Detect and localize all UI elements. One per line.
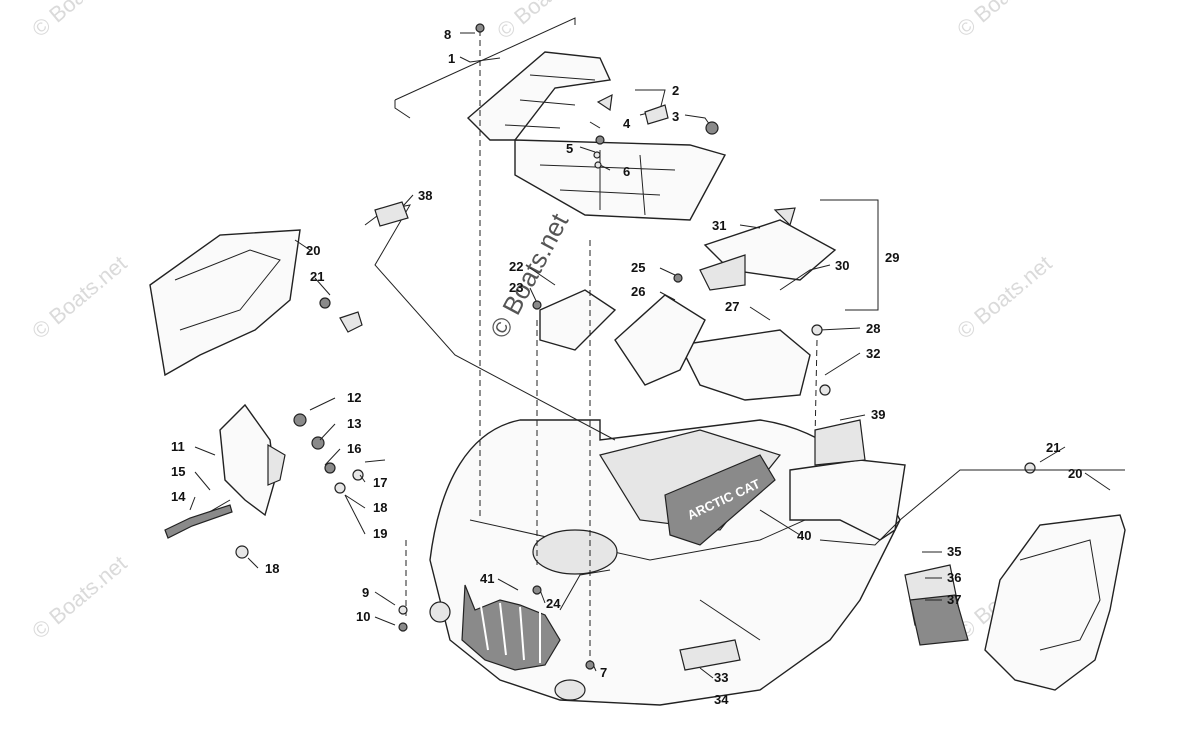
callout-26: 26 <box>631 284 645 299</box>
callout-24: 24 <box>546 596 561 611</box>
callout-16: 16 <box>347 441 361 456</box>
callout-38: 38 <box>418 188 432 203</box>
callout-numbers: 8 1 2 3 4 5 6 38 20 21 22 23 25 26 31 30… <box>171 27 1082 707</box>
callout-20-right: 20 <box>1068 466 1082 481</box>
callout-9: 9 <box>362 585 369 600</box>
callout-21-left: 21 <box>310 269 324 284</box>
watermark-top-center: © Boats.net <box>492 0 596 44</box>
callout-13: 13 <box>347 416 361 431</box>
callout-10: 10 <box>356 609 370 624</box>
storage-tub <box>678 207 837 401</box>
plate-22 <box>539 289 617 351</box>
dashed-fastener-lines <box>405 30 818 665</box>
callout-27: 27 <box>725 299 739 314</box>
watermark-bottom-left: © Boats.net <box>27 551 131 644</box>
callout-3: 3 <box>672 109 679 124</box>
callout-23: 23 <box>509 280 523 295</box>
callout-7: 7 <box>600 665 607 680</box>
callout-35: 35 <box>947 544 961 559</box>
callout-39: 39 <box>871 407 885 422</box>
callout-36: 36 <box>947 570 961 585</box>
callout-19: 19 <box>373 526 387 541</box>
watermark-mid-left: © Boats.net <box>27 251 131 344</box>
callout-29: 29 <box>885 250 899 265</box>
callout-25: 25 <box>631 260 645 275</box>
right-fender-panel <box>789 419 906 541</box>
callout-33: 33 <box>714 670 728 685</box>
left-upper-panel <box>149 229 363 377</box>
headlight-assembly <box>169 403 386 559</box>
callout-4: 4 <box>623 116 631 131</box>
callout-12: 12 <box>347 390 361 405</box>
callout-18-lower: 18 <box>265 561 279 576</box>
front-fender <box>429 419 901 706</box>
watermark-top-right: © Boats.net <box>952 0 1056 42</box>
callout-1: 1 <box>448 51 455 66</box>
right-lower-panel <box>904 462 1126 691</box>
callout-20-left: 20 <box>306 243 320 258</box>
callout-8: 8 <box>444 27 451 42</box>
callout-5: 5 <box>566 141 573 156</box>
cover-26 <box>614 294 706 386</box>
callout-18-upper: 18 <box>373 500 387 515</box>
callout-41: 41 <box>480 571 494 586</box>
callout-17: 17 <box>373 475 387 490</box>
callout-15: 15 <box>171 464 185 479</box>
callout-28: 28 <box>866 321 880 336</box>
watermark-mid-right: © Boats.net <box>952 251 1056 344</box>
callout-6: 6 <box>623 164 630 179</box>
callout-37: 37 <box>947 592 961 607</box>
callout-14: 14 <box>171 489 186 504</box>
callout-40: 40 <box>797 528 811 543</box>
callout-31: 31 <box>712 218 726 233</box>
watermark-top-left: © Boats.net <box>27 0 131 42</box>
callout-21-right: 21 <box>1046 440 1060 455</box>
fasteners <box>164 23 831 670</box>
callout-2: 2 <box>672 83 679 98</box>
callout-11: 11 <box>171 439 185 454</box>
callout-34: 34 <box>714 692 729 707</box>
rack <box>394 17 727 221</box>
callout-22: 22 <box>509 259 523 274</box>
callout-32: 32 <box>866 346 880 361</box>
callout-30: 30 <box>835 258 849 273</box>
